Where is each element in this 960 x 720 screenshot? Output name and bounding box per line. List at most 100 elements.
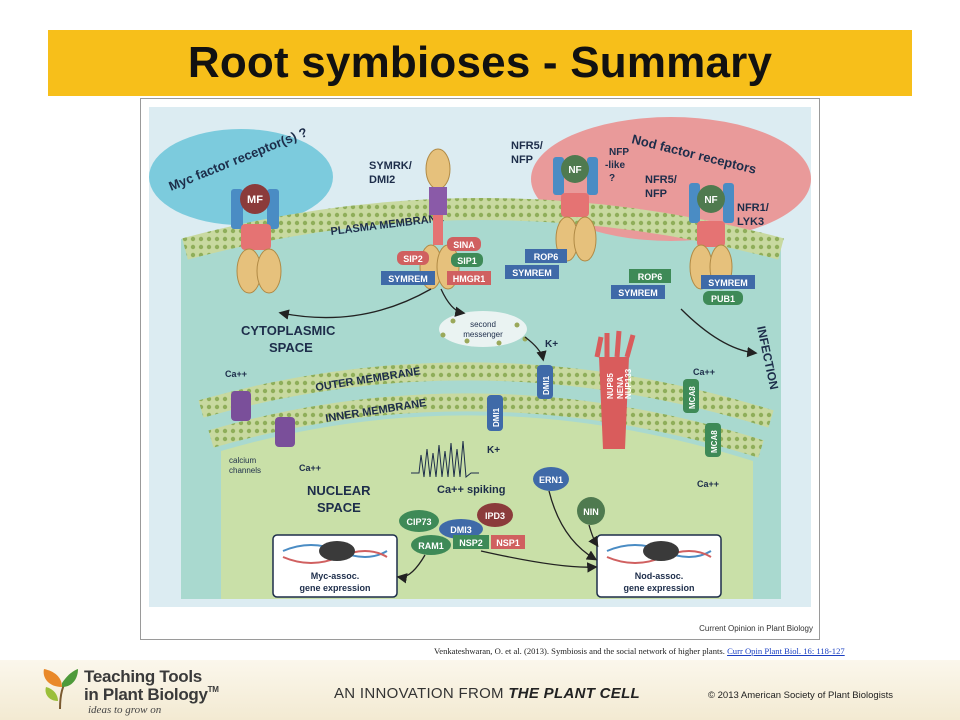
nena-label: NENA [616,376,625,399]
symrk-label: SYMRK/ [369,160,412,172]
sina-label: SINA [453,240,475,250]
mf-label: MF [247,194,263,206]
mca8-label-2: MCA8 [710,430,719,453]
slide-title: Root symbioses - Summary [187,38,773,87]
rop6-label-1: ROP6 [534,252,559,262]
dmi3-label: DMI3 [450,525,472,535]
arrow-to-dmi1 [524,336,547,362]
pub1-label: PUB1 [711,294,735,304]
nsp2-protein [453,535,489,549]
leaf-logo-icon [43,669,78,710]
slide-title-bar: Root symbioses - Summary [48,30,912,96]
ca-spiking-label: Ca++ spiking [437,484,505,496]
mca8-pump-2 [705,423,721,457]
second-messenger-cloud [439,311,527,347]
sip1-label: SIP1 [457,256,477,266]
arrow-to-nod-expression-2 [548,490,598,561]
cytoplasmic-label-1: CYTOPLASMIC [241,323,336,338]
symrem-protein-2 [505,265,559,279]
figure-panel: Myc factor receptor(s) ? Nod factor rece… [140,98,820,640]
symbiosis-diagram: Myc factor receptor(s) ? Nod factor rece… [149,107,813,633]
ern1-label: ERN1 [539,475,563,485]
sina-protein [447,237,481,251]
brand-name-line-2: in Plant BiologyTM [84,685,219,705]
nf-label-1: NF [568,165,581,176]
copyright-notice: © 2013 American Society of Plant Biologi… [708,690,893,701]
symrem-label-4: SYMREM [708,278,748,288]
ram1-label: RAM1 [418,541,444,551]
ca-label-2: Ca++ [299,463,321,473]
nsp1-protein [491,535,525,549]
myc-expression-label-2: gene expression [299,583,370,593]
nfp-like-label-1: NFP [609,147,629,158]
nsp1-label: NSP1 [496,538,520,548]
ipd3-label: IPD3 [485,511,505,521]
ca-label-mca8-2: Ca++ [697,479,719,489]
symrem-label-3: SYMREM [618,288,658,298]
ern1-protein [533,467,569,491]
nfp-like-label-2: -like [605,160,625,171]
arrow-to-second-messenger [440,288,466,317]
arrow-to-infection [680,308,758,358]
myc-receptor: MF [231,184,282,294]
nfp-like-label-3: ? [609,173,615,184]
citation-text: Venkateshwaran, O. et al. (2013). Symbio… [434,646,728,656]
sip2-label: SIP2 [403,254,423,264]
nsp2-label: NSP2 [459,538,483,548]
k-plus-label-2: K+ [487,445,500,456]
nod-expression-label-2: gene expression [623,583,694,593]
nin-label: NIN [583,507,599,517]
innovation-brand: THE PLANT CELL [508,685,641,702]
calcium-channels-label-2: channels [229,466,261,475]
mca8-pump-1 [683,379,699,413]
nfr1-label: NFR1/ [737,202,769,214]
calcium-channel-2 [275,417,295,447]
nup85-label: NUP85 [606,373,615,399]
ram1-protein [411,535,451,555]
hmgr1-label: HMGR1 [453,274,486,284]
nfp-label-2: NFP [645,188,667,200]
brand-name-line-2-text: in Plant Biology [84,685,208,704]
citation-link[interactable]: Curr Opin Plant Biol. 16: 118-127 [727,646,845,656]
arrow-to-nod-expression-1 [480,550,598,573]
lyk3-label: LYK3 [737,216,764,228]
calcium-channel-1 [231,391,251,421]
symrem-label-1: SYMREM [388,274,428,284]
dmi1-label-2: DMI1 [492,407,501,427]
arrow-to-myc-expression [396,554,426,584]
calcium-channels-label-1: calcium [229,456,256,465]
nod-expression-label-1: Nod-assoc. [635,571,684,581]
dmi1-channel-1 [537,365,553,399]
mca8-label-1: MCA8 [688,386,697,409]
nuclear-label-1: NUCLEAR [307,483,371,498]
rop6-protein-1 [525,249,567,263]
brand-tagline: ideas to grow on [88,704,162,716]
nuclear-label-2: SPACE [317,500,361,515]
nfr5-label-2: NFR5/ [645,174,677,186]
nuclear-pore-complex [599,357,629,449]
k-plus-label-1: K+ [545,339,558,350]
ca-label-mca8-1: Ca++ [693,367,715,377]
nf-label-2: NF [704,195,717,206]
second-messenger-label-1: second [470,320,496,329]
nfp-label-1: NFP [511,154,533,166]
journal-credit: Current Opinion in Plant Biology [699,624,813,633]
nup133-label: NUP133 [624,368,633,399]
dmi1-label-1: DMI1 [542,375,551,395]
hmgr1-protein [447,271,491,285]
myc-expression-label-1: Myc-assoc. [311,571,360,581]
pub1-protein [703,291,743,305]
arrow-to-nod-expression-3 [588,524,599,548]
rop6-protein-2 [629,269,671,283]
sip1-protein [451,253,483,267]
sip2-protein [397,251,429,265]
myc-receptor-blob [149,129,333,225]
citation: Venkateshwaran, O. et al. (2013). Symbio… [434,646,954,656]
cip73-label: CIP73 [406,517,431,527]
dmi1-channel-2 [487,395,503,431]
symrem-protein-1 [381,271,435,285]
symrem-protein-3 [611,285,665,299]
dmi2-label: DMI2 [369,174,395,186]
innovation-prefix: AN INNOVATION FROM [334,685,509,702]
brand-name-line-1: Teaching Tools [84,667,202,686]
